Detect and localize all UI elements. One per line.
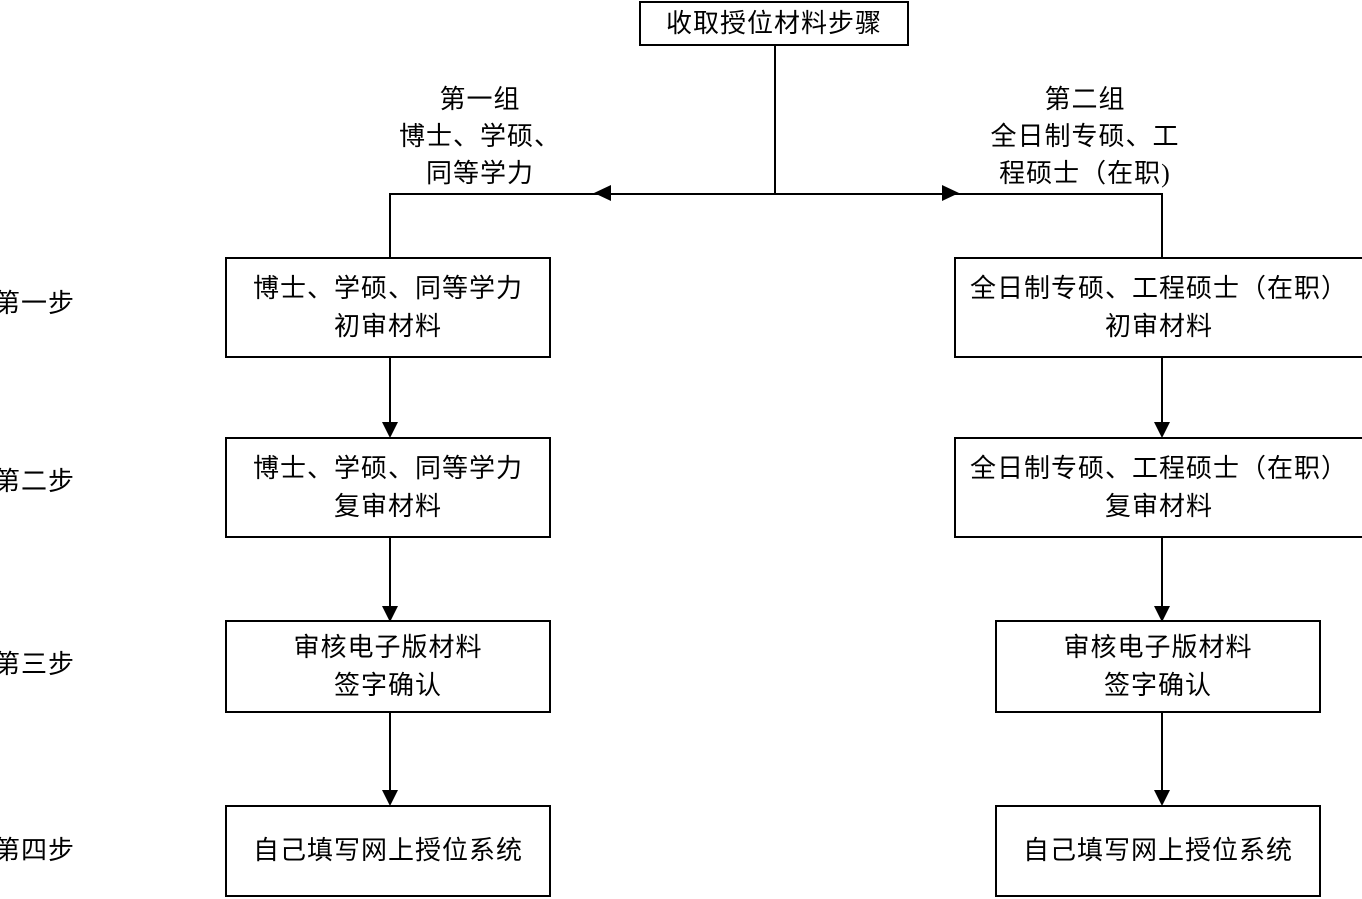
right-step-1-line2: 初审材料 [1104, 311, 1213, 341]
left-step-4-line1: 自己填写网上授位系统 [252, 836, 523, 866]
left-step-1-line2: 初审材料 [333, 311, 442, 341]
right-step-3-line2: 签字确认 [1103, 670, 1212, 700]
right-step-4-box: 自己填写网上授位系统 [995, 805, 1321, 897]
left-arrowhead-1-2 [382, 422, 398, 438]
left-step-1-box: 博士、学硕、同等学力 初审材料 [225, 257, 551, 358]
trunk-vertical-line [774, 46, 776, 193]
right-step-2-box: 全日制专硕、工程硕士（在职） 复审材料 [954, 437, 1362, 538]
left-step-2-line2: 复审材料 [333, 491, 442, 521]
right-arrowhead-3-4 [1154, 790, 1170, 806]
left-step-3-box: 审核电子版材料 签字确认 [225, 620, 551, 713]
left-step-4-box: 自己填写网上授位系统 [225, 805, 551, 897]
step-label-4: 第四步 [0, 830, 75, 867]
step-label-3: 第三步 [0, 644, 75, 681]
left-arrowhead-2-3 [382, 606, 398, 622]
group-two-label: 第二组 全日制专硕、工 程硕士（在职) [935, 82, 1235, 193]
right-connector-1-2 [1161, 358, 1163, 432]
group-one-line1: 第一组 [439, 85, 521, 114]
left-step-3-line1: 审核电子版材料 [293, 632, 483, 662]
right-step-1-box: 全日制专硕、工程硕士（在职） 初审材料 [954, 257, 1362, 358]
split-arrowhead-left [594, 185, 611, 201]
group-two-line1: 第二组 [1044, 85, 1126, 114]
right-branch-drop-line [1161, 193, 1163, 257]
step-label-4-text: 第四步 [0, 836, 76, 865]
left-connector-3-4 [389, 713, 391, 802]
left-step-3-line2: 签字确认 [333, 670, 442, 700]
step-label-3-text: 第三步 [0, 650, 76, 679]
step-label-1-text: 第一步 [0, 289, 76, 318]
right-arrowhead-1-2 [1154, 422, 1170, 438]
right-connector-2-3 [1161, 538, 1163, 618]
split-line-left [389, 193, 776, 195]
right-step-1-line1: 全日制专硕、工程硕士（在职） [969, 273, 1348, 303]
right-connector-3-4 [1161, 713, 1163, 802]
right-step-3-box: 审核电子版材料 签字确认 [995, 620, 1321, 713]
left-step-2-box: 博士、学硕、同等学力 复审材料 [225, 437, 551, 538]
left-connector-2-3 [389, 538, 391, 618]
step-label-2-text: 第二步 [0, 467, 76, 496]
left-step-2-line1: 博士、学硕、同等学力 [252, 453, 523, 483]
group-two-line3: 程硕士（在职) [999, 158, 1171, 188]
group-two-line2: 全日制专硕、工 [990, 121, 1180, 151]
split-line-right [774, 193, 1163, 195]
left-arrowhead-3-4 [382, 790, 398, 806]
left-branch-drop-line [389, 193, 391, 257]
right-step-4-line1: 自己填写网上授位系统 [1022, 836, 1293, 866]
group-one-label: 第一组 博士、学硕、 同等学力 [330, 82, 630, 193]
title-box: 收取授位材料步骤 [639, 1, 909, 46]
left-step-1-line1: 博士、学硕、同等学力 [252, 273, 523, 303]
right-arrowhead-2-3 [1154, 606, 1170, 622]
right-step-3-line1: 审核电子版材料 [1063, 632, 1253, 662]
right-step-2-line2: 复审材料 [1104, 491, 1213, 521]
group-one-line3: 同等学力 [425, 158, 534, 188]
step-label-2: 第二步 [0, 461, 75, 498]
split-arrowhead-right [942, 185, 959, 201]
left-connector-1-2 [389, 358, 391, 432]
group-one-line2: 博士、学硕、 [398, 121, 561, 151]
right-step-2-line1: 全日制专硕、工程硕士（在职） [969, 453, 1348, 483]
title-box-text: 收取授位材料步骤 [665, 8, 882, 38]
step-label-1: 第一步 [0, 283, 75, 320]
